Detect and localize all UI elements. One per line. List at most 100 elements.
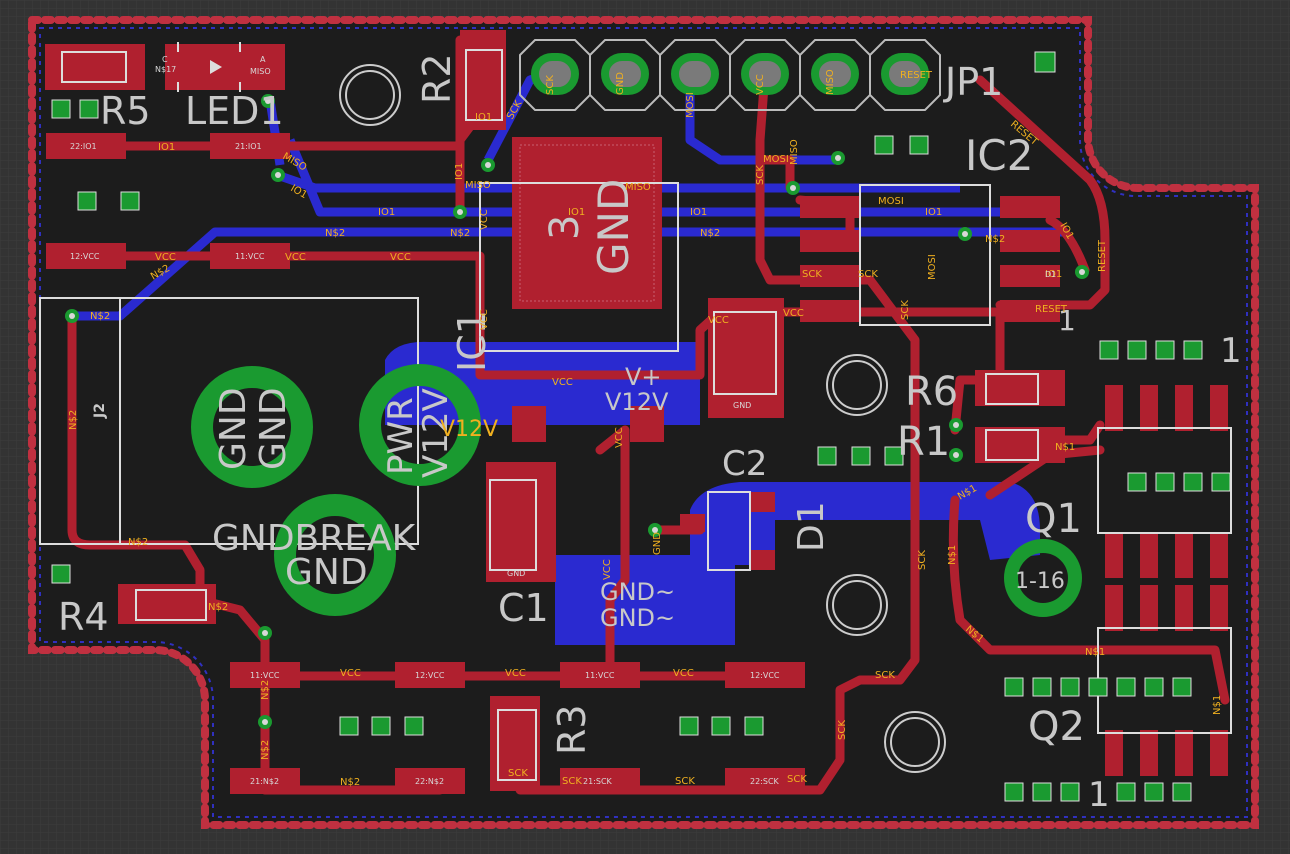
pad-11-vcc: 11:VCC xyxy=(235,252,265,261)
label-pin1-ic2: 1 xyxy=(1058,304,1076,337)
label-r5: R5 xyxy=(100,89,151,133)
gnd-pad-1 xyxy=(191,366,313,488)
jp1-header xyxy=(519,39,941,111)
pad-b22-n2: 22:N$2 xyxy=(415,777,444,786)
net-vcc-top: VCC xyxy=(155,252,176,263)
gndbreak-label: GNDBREAK xyxy=(212,518,417,559)
pad-b21-n2: 21:N$2 xyxy=(250,777,279,786)
gndbreak-gnd-label: GND xyxy=(285,552,368,593)
net-n1-right: N$1 xyxy=(1212,695,1223,715)
net-io1-pad: IO1 xyxy=(1045,269,1062,280)
net-n2-mid: N$2 xyxy=(325,228,345,239)
net-io1-ic1: IO1 xyxy=(568,207,585,218)
net-io1-right: IO1 xyxy=(690,207,707,218)
v12v-pad-label: V12V xyxy=(416,388,456,478)
net-sck-bottom: SCK xyxy=(875,670,895,681)
net-n2-left: N$2 xyxy=(90,311,110,322)
jp1-pin-gnd: GND xyxy=(615,72,626,95)
label-r2: R2 xyxy=(415,53,459,104)
net-sck-line: SCK xyxy=(675,776,695,787)
label-c2: C2 xyxy=(722,444,767,484)
pad-22-io1: 22:IO1 xyxy=(70,142,97,151)
net-sck-ic2: SCK xyxy=(858,269,878,280)
label-jp1: JP1 xyxy=(943,60,1003,104)
vplus-label: V+ xyxy=(625,363,662,391)
net-n2-bottom-v: N$2 xyxy=(260,680,271,700)
net-io1-vert: IO1 xyxy=(454,163,465,180)
net-vcc-bottom: VCC xyxy=(340,668,361,679)
net-n1-r1: N$1 xyxy=(1055,442,1075,453)
label-pin1-q1: 1 xyxy=(1220,331,1242,371)
net-mosi-ic2-v: MOSI xyxy=(927,254,938,280)
pad-b12-vcc-2: 12:VCC xyxy=(750,671,780,680)
label-j2: J2 xyxy=(92,403,108,419)
net-c-led1: C xyxy=(162,55,168,64)
label-r1: R1 xyxy=(897,419,950,465)
net-vcc-ic1-c: VCC xyxy=(552,377,573,388)
v12v-net-label: V12V xyxy=(440,417,498,442)
label-c1: C1 xyxy=(498,586,549,630)
net-sck-left: SCK xyxy=(755,165,766,185)
q1-q2-pads xyxy=(1105,385,1228,776)
net-io1-mid: IO1 xyxy=(378,207,395,218)
net-n2-vert: N$2 xyxy=(68,410,79,430)
net-sck-r3-pad: SCK xyxy=(562,776,582,787)
net-reset-pad: RESET xyxy=(1035,304,1068,315)
net-sck-bottom-2: SCK xyxy=(837,720,848,740)
pwr-pad xyxy=(359,364,481,486)
pad-b12-vcc: 12:VCC xyxy=(415,671,445,680)
label-q2: Q2 xyxy=(1028,704,1085,750)
ic1-gnd-tab xyxy=(512,137,662,309)
pad-21-io1: 21:IO1 xyxy=(235,142,262,151)
net-n2-bottom: N$2 xyxy=(340,777,360,788)
label-r3: R3 xyxy=(550,704,594,755)
label-r6: R6 xyxy=(905,369,958,415)
net-n1-left: N$1 xyxy=(947,545,958,565)
gnd-pour-label-2: GND~ xyxy=(600,604,675,632)
net-a: A xyxy=(260,55,266,64)
net-mosi-ic2: MOSI xyxy=(878,196,904,207)
jp1-pin-sck: SCK xyxy=(545,75,556,95)
net-n1-bottom: N$1 xyxy=(1085,647,1105,658)
net-vcc-ic1-b: VCC xyxy=(479,309,490,330)
pad-b11-vcc: 11:VCC xyxy=(250,671,280,680)
net-n2-right: N$2 xyxy=(700,228,720,239)
net-n2-ic2: N$2 xyxy=(985,234,1005,245)
label-r4: R4 xyxy=(58,595,109,639)
label-ic1-gnd: GND xyxy=(589,179,638,275)
v12v-label: V12V xyxy=(605,388,669,416)
jp1-pin-mosi: MOSI xyxy=(685,92,696,118)
gnd-pad-label-2: GND xyxy=(253,387,294,470)
net-d1-ic2: D1 xyxy=(1045,270,1056,279)
net-n2-bottom-v2: N$2 xyxy=(260,740,271,760)
pad-12-vcc: 12:VCC xyxy=(70,252,100,261)
net-io1-top: IO1 xyxy=(158,142,175,153)
gnd-pad-label-1: GND xyxy=(213,387,254,470)
board-edge-dashes xyxy=(28,16,1259,829)
net-vcc-top-3: VCC xyxy=(390,252,411,263)
net-miso-led1: MISO xyxy=(250,67,271,76)
q1-via-label: 1-16 xyxy=(1015,569,1065,594)
net-gnd-c2: GND xyxy=(652,532,663,555)
q1-big-via xyxy=(1004,539,1082,617)
net-io1-r2: IO1 xyxy=(475,112,492,123)
net-reset-v: RESET xyxy=(1097,239,1108,272)
net-n2-ic1: N$2 xyxy=(450,228,470,239)
label-ic1: IC1 xyxy=(450,310,494,372)
jp1-pin-miso: MISO xyxy=(825,69,836,95)
label-led1: LED1 xyxy=(185,89,284,133)
label-ic1-pin3: 3 xyxy=(542,215,588,240)
label-q1: Q1 xyxy=(1025,496,1082,542)
net-vcc-top-2: VCC xyxy=(285,252,306,263)
jp1-pin-reset: RESET xyxy=(900,70,933,81)
net-sck-ic2-pad: SCK xyxy=(802,269,822,280)
pad-b22-sck: 22:SCK xyxy=(750,777,780,786)
net-n17: N$17 xyxy=(155,65,176,74)
pad-b11-vcc-2: 11:VCC xyxy=(585,671,615,680)
net-io1-ic2: IO1 xyxy=(925,207,942,218)
net-gnd-c2-pad: GND xyxy=(733,401,751,410)
net-miso-v: MISO xyxy=(789,139,800,165)
net-vcc-vertical: VCC xyxy=(602,559,613,580)
net-vcc-bottom-2: VCC xyxy=(505,668,526,679)
